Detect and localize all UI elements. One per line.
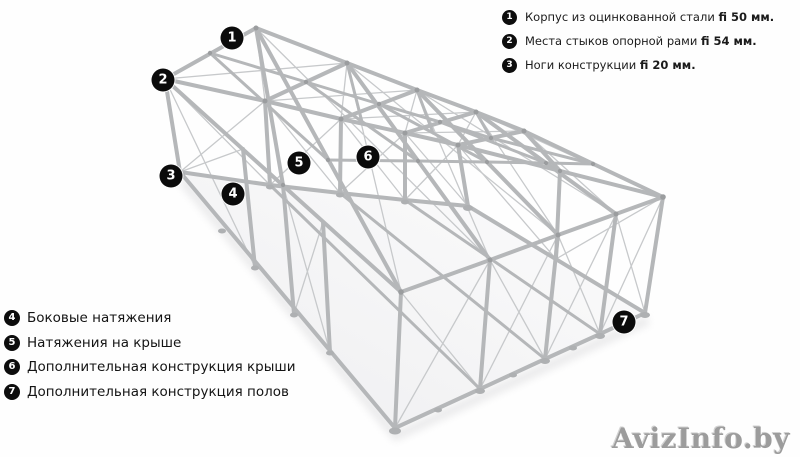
legend-parts: 1 Корпус из оцинкованной стали fi 50 мм.…: [502, 5, 774, 77]
legend-text-2: Места стыков опорной рами fi 54 мм.: [525, 34, 757, 48]
legend-text-3-main: Ноги конструкции: [525, 58, 640, 72]
legend-text-1-bold: fi 50 мм.: [718, 10, 775, 24]
legend-item-5: 5 Натяжения на крыше: [4, 331, 296, 356]
legend-bullet-7: 7: [4, 383, 20, 400]
legend-text-7: Дополнительная конструкция полов: [27, 383, 289, 400]
callout-marker-1: 1: [220, 26, 244, 50]
legend-item-3: 3 Ноги конструкции fi 20 мм.: [502, 53, 774, 77]
legend-text-1: Корпус из оцинкованной стали fi 50 мм.: [525, 10, 774, 24]
callout-marker-5: 5: [287, 151, 311, 175]
callout-marker-4: 4: [221, 182, 245, 206]
legend-text-6: Дополнительная конструкция крыши: [27, 359, 296, 376]
callout-marker-6: 6: [356, 145, 380, 169]
legend-text-3: Ноги конструкции fi 20 мм.: [525, 58, 696, 72]
legend-item-1: 1 Корпус из оцинкованной стали fi 50 мм.: [502, 5, 774, 29]
legend-bullet-3: 3: [502, 57, 517, 73]
callout-marker-2: 2: [151, 68, 175, 92]
callout-marker-3: 3: [159, 164, 183, 188]
legend-item-4: 4 Боковые натяжения: [4, 306, 296, 331]
legend-tensions: 4 Боковые натяжения 5 Натяжения на крыше…: [4, 306, 296, 404]
legend-bullet-6: 6: [4, 359, 20, 376]
legend-text-3-bold: fi 20 мм.: [639, 58, 696, 72]
legend-text-2-main: Места стыков опорной рами: [525, 34, 701, 48]
legend-text-1-main: Корпус из оцинкованной стали: [525, 10, 719, 24]
legend-item-7: 7 Дополнительная конструкция полов: [4, 380, 296, 405]
legend-bullet-5: 5: [4, 334, 20, 351]
legend-text-2-bold: fi 54 мм.: [700, 34, 757, 48]
legend-bullet-2: 2: [502, 33, 517, 49]
legend-text-4: Боковые натяжения: [27, 310, 172, 327]
legend-text-5: Натяжения на крыше: [27, 334, 182, 351]
legend-item-6: 6 Дополнительная конструкция крыши: [4, 355, 296, 380]
legend-item-2: 2 Места стыков опорной рами fi 54 мм.: [502, 29, 774, 53]
legend-bullet-4: 4: [4, 310, 20, 327]
legend-bullet-1: 1: [502, 9, 517, 25]
watermark-avizinfo: AvizInfo.by: [611, 422, 790, 455]
callout-marker-7: 7: [612, 310, 636, 334]
